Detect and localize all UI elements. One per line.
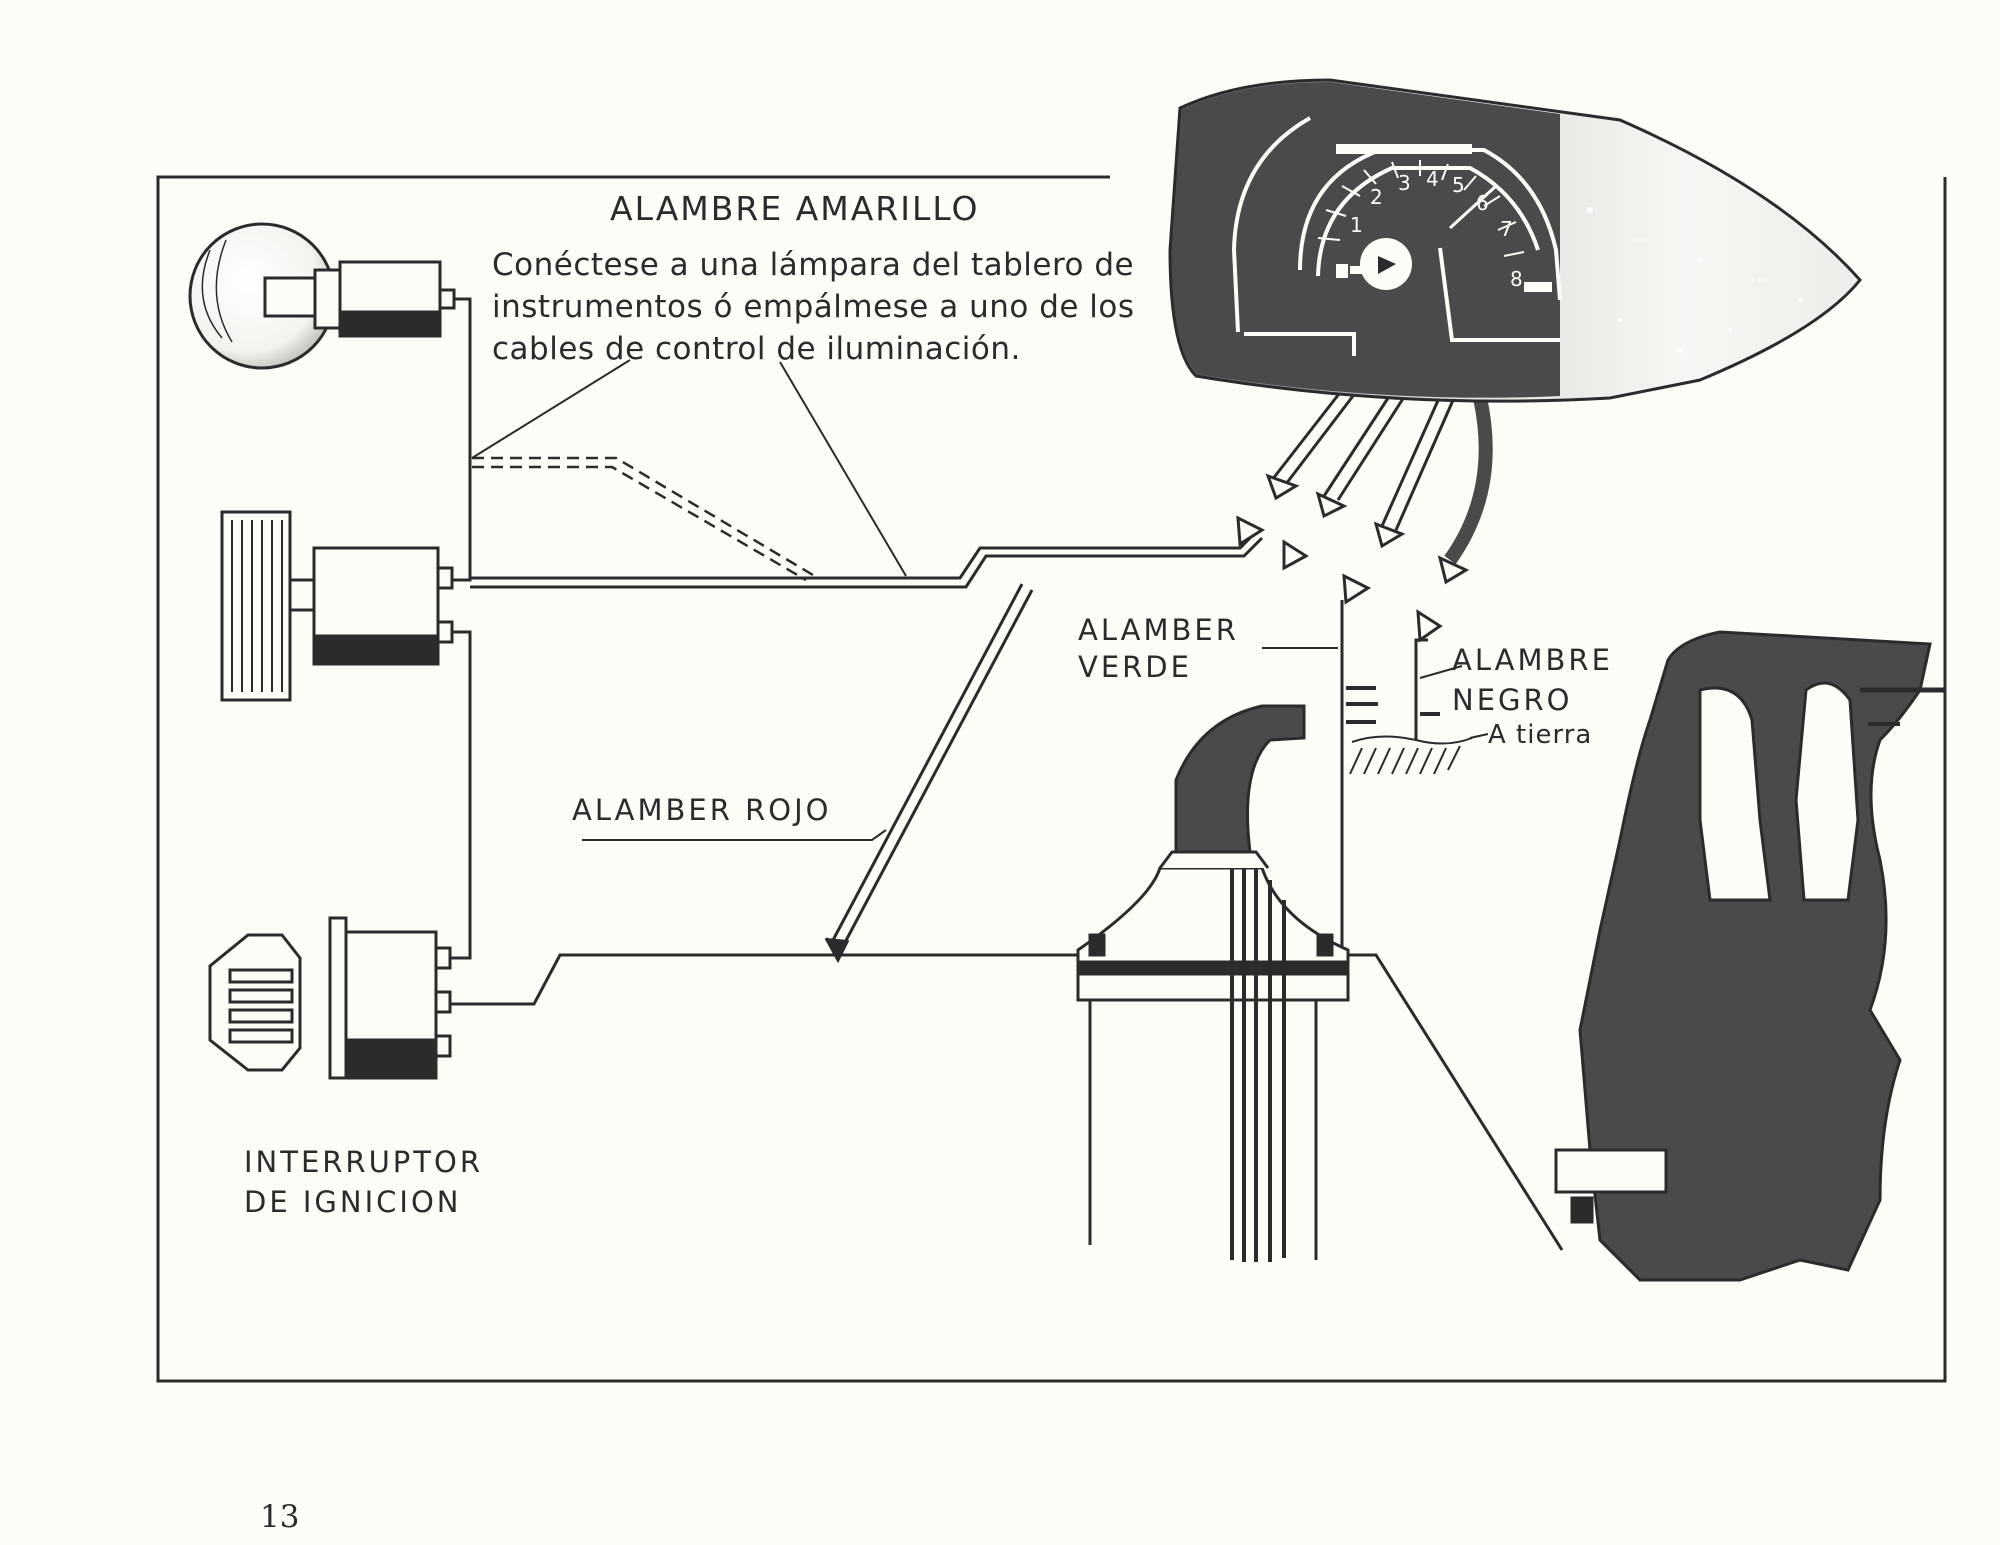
ignition-feed-wire (450, 953, 1078, 1006)
cluster-glare-speckles (1587, 207, 1802, 353)
connector-arrows (1236, 473, 1470, 643)
red-wire (824, 583, 1034, 964)
horn-component (220, 510, 454, 702)
black-wire-label-line: NEGRO (1452, 683, 1573, 717)
gauge-tick-4: 4 (1426, 167, 1439, 191)
ground-label: A tierra (1488, 720, 1593, 750)
page-number: 13 (260, 1499, 300, 1535)
dashed-wire-route (472, 456, 819, 582)
black-wire (1414, 638, 1428, 740)
engine-block (1554, 630, 1945, 1282)
green-wire-label-line: ALAMBER (1078, 613, 1239, 647)
gauge-numerals: 1 2 3 4 5 6 7 8 (1350, 167, 1523, 291)
black-wire-label-line: ALAMBRE (1452, 643, 1613, 677)
yellow-wire-title: ALAMBRE AMARILLO (610, 189, 980, 228)
gauge-tick-7: 7 (1500, 217, 1513, 241)
gauge-cables (1270, 389, 1493, 565)
black-wire-label: ALAMBRE NEGRO (1452, 640, 1613, 720)
instrument-cluster (1168, 78, 1862, 403)
instruction-line: Conéctese a una lámpara del tablero de (492, 247, 1135, 283)
ground-symbol (1349, 735, 1473, 775)
gauge-tick-1: 1 (1350, 213, 1363, 237)
ignition-switch-label: INTERRUPTOR DE IGNICION (244, 1142, 483, 1222)
leader-note-left (471, 359, 631, 459)
instruction-line: cables de control de iluminación. (492, 331, 1021, 367)
green-wire-label-line: VERDE (1078, 650, 1192, 684)
gauge-tick-5: 5 (1452, 173, 1465, 197)
gauge-tick-6: 6 (1476, 191, 1489, 215)
gauge-tick-2: 2 (1370, 185, 1383, 209)
bus-wire-top (452, 297, 472, 582)
leader-note-right (779, 361, 907, 577)
head-bars (1346, 686, 1440, 724)
yellow-wire-instructions: Conéctese a una lámpara del tablero de i… (492, 244, 1135, 370)
gauge-tick-8: 8 (1510, 267, 1523, 291)
instruction-line: instrumentos ó empálmese a uno de los (492, 289, 1135, 325)
bus-wire-bottom (450, 630, 472, 960)
frame-border (156, 175, 1947, 1383)
ignition-switch-label-line: INTERRUPTOR (244, 1145, 483, 1179)
green-wire-label: ALAMBER VERDE (1078, 612, 1239, 686)
ignition-coil (1076, 704, 1350, 1262)
ignition-switch-label-line: DE IGNICION (244, 1185, 462, 1219)
leader-red (582, 829, 887, 841)
gauge-tick-3: 3 (1398, 171, 1411, 195)
coil-ground-wire (1348, 953, 1564, 1251)
red-wire-label: ALAMBER ROJO (572, 793, 832, 827)
ignition-switch (208, 916, 452, 1080)
yellow-wire (470, 528, 1264, 589)
dash-lamp (188, 222, 456, 370)
